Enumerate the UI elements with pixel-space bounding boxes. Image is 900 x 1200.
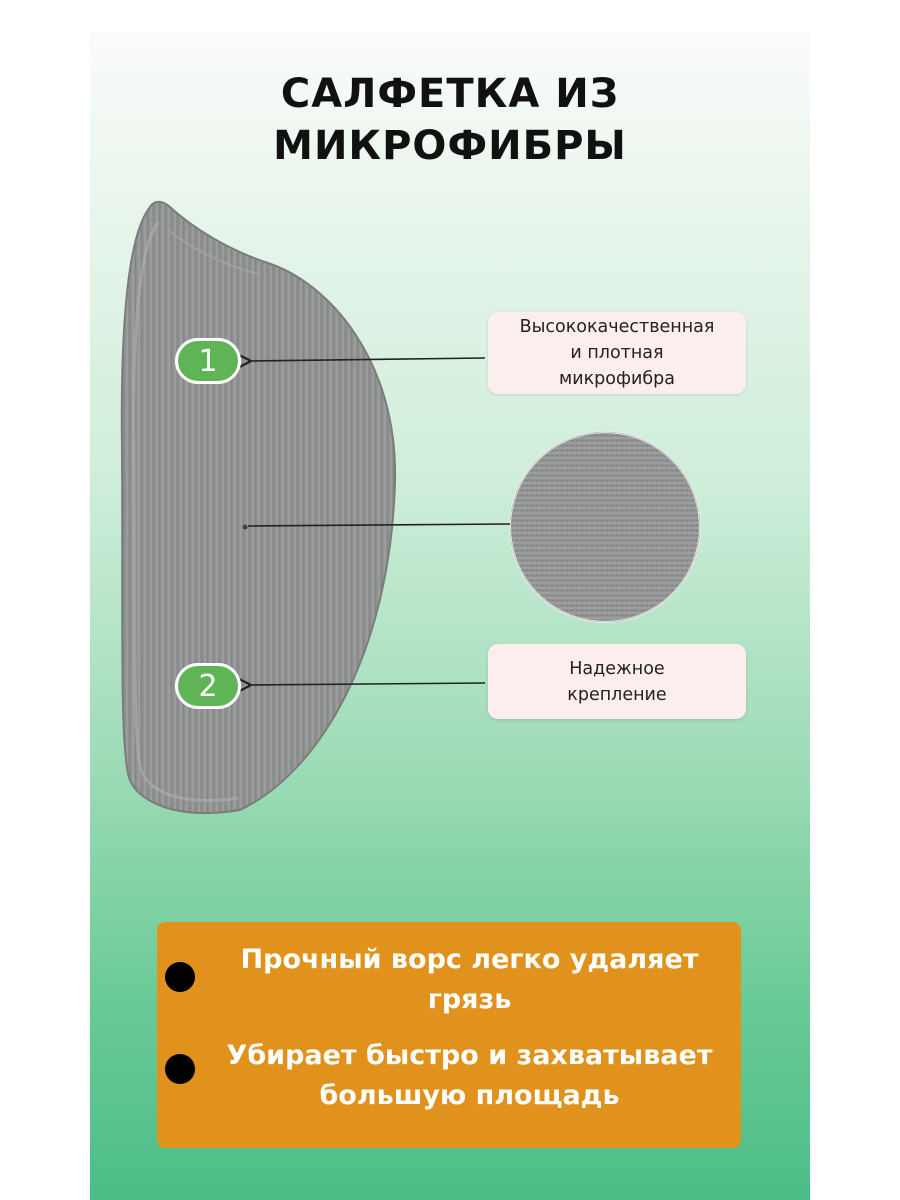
callout-2-line-1: Надежное — [569, 658, 665, 679]
arrow-icon — [248, 683, 486, 685]
connector-line — [247, 523, 511, 527]
arrow-icon — [248, 358, 486, 361]
callout-2-label: Надежное крепление — [488, 644, 746, 719]
feature-text: Убирает быстро и захватывает большую пло… — [202, 1036, 737, 1116]
callout-2-badge: 2 — [175, 663, 241, 709]
callout-1-label: Высококачественная и плотная микрофибра — [488, 312, 746, 394]
fabric-closeup-image — [509, 431, 701, 623]
feature-text: Прочный ворс легко удаляет грязь — [202, 940, 737, 1020]
callout-1-line-1: Высококачественная — [519, 317, 715, 337]
feature-2-line-2: большую площадь — [319, 1080, 620, 1111]
callout-1-line-3: микрофибра — [559, 369, 675, 389]
page-title: САЛФЕТКА ИЗ МИКРОФИБРЫ — [90, 68, 810, 172]
title-line-2: МИКРОФИБРЫ — [273, 123, 627, 169]
features-panel: Прочный ворс легко удаляет грязь Убирает… — [157, 922, 741, 1148]
product-card: САЛФЕТКА ИЗ МИКРОФИБРЫ — [90, 32, 810, 1200]
feature-1-line-1: Прочный ворс легко удаляет — [240, 944, 699, 975]
callout-1-line-2: и плотная — [570, 343, 664, 363]
feature-1-line-2: грязь — [427, 984, 512, 1015]
feature-2-line-1: Убирает быстро и захватывает — [226, 1040, 713, 1071]
bullet-dot-icon — [165, 1054, 195, 1084]
callout-2-line-2: крепление — [567, 684, 667, 705]
bullet-dot-icon — [165, 962, 195, 992]
microfiber-pad-image — [120, 200, 397, 814]
callout-1-badge: 1 — [175, 338, 241, 384]
title-line-1: САЛФЕТКА ИЗ — [280, 71, 620, 117]
